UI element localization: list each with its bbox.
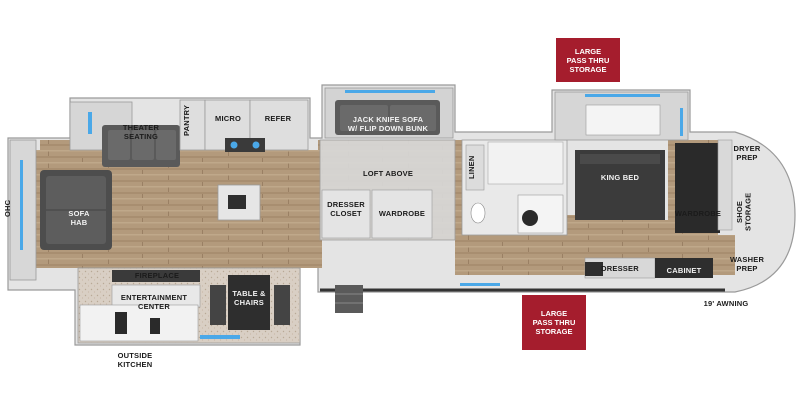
bathroom	[461, 139, 568, 236]
ohc-label: OHC	[3, 199, 12, 217]
wardrobe-mid-label: WARDROBE	[378, 209, 426, 218]
loft-area	[319, 139, 456, 241]
washer-prep-label: WASHER PREP	[729, 255, 765, 273]
jack-knife-sofa	[324, 87, 454, 139]
outside-kitchen-label: OUTSIDE KITCHEN	[117, 351, 153, 369]
windows	[345, 90, 683, 286]
entry-steps	[335, 285, 363, 313]
pantry-label: PANTRY	[182, 104, 191, 136]
bedroom	[554, 91, 733, 279]
wardrobe-bedroom-label: WARDROBE	[674, 209, 722, 218]
outside-kitchen-area	[77, 267, 301, 344]
cabinet-label: CABINET	[666, 266, 702, 275]
entertainment-center-label: ENTERTAINMENT CENTER	[120, 293, 188, 311]
micro-label: MICRO	[215, 114, 241, 123]
dresser-closet-label: DRESSER CLOSET	[327, 200, 365, 218]
awning-label: 19' AWNING	[703, 299, 749, 308]
fireplace-label: FIREPLACE	[134, 271, 180, 280]
shoe-storage-label: SHOE STORAGE	[735, 192, 753, 232]
storage-tag-bottom: LARGE PASS THRU STORAGE	[522, 295, 586, 350]
living-room	[9, 101, 180, 281]
linen-label: LINEN	[467, 155, 476, 179]
king-bed-label: KING BED	[600, 173, 640, 182]
storage-tag-top: LARGE PASS THRU STORAGE	[556, 38, 620, 82]
dryer-prep-label: DRYER PREP	[733, 144, 761, 162]
loft-above-label: LOFT ABOVE	[362, 169, 414, 178]
jack-knife-sofa-label: JACK KNIFE SOFA W/ FLIP DOWN BUNK	[347, 115, 429, 133]
refer-label: REFER	[264, 114, 292, 123]
sofa-hab-label: SOFA HAB	[68, 209, 90, 227]
theater-seating-label: THEATER SEATING	[122, 123, 160, 141]
kitchen	[179, 99, 309, 221]
table-chairs-label: TABLE & CHAIRS	[232, 289, 266, 307]
dresser-bedroom-label: DRESSER	[601, 264, 639, 273]
